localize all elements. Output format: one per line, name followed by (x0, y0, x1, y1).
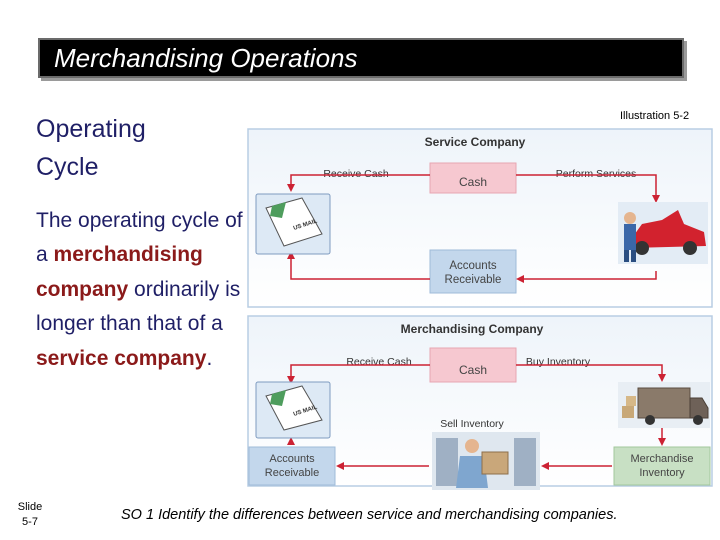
merchandise-inventory-box (613, 446, 711, 486)
merch-accounts-receivable-box (248, 446, 336, 486)
service-ar-line-2: Receivable (445, 274, 502, 286)
merch-sell-inventory-label: Sell Inventory (440, 418, 504, 430)
merch-inv-line-2: Inventory (639, 467, 685, 479)
service-perform-services-label: Perform Services (556, 168, 637, 180)
car-service-icon (618, 202, 708, 264)
service-arrow-cash-to-mail (287, 174, 430, 192)
merch-inv-line-1: Merchandise (631, 453, 694, 465)
slide-number-line-1: Slide (17, 501, 43, 513)
body-part-2: ordinarily is longer than that of a (36, 277, 241, 336)
merch-buy-inventory-label: Buy Inventory (526, 356, 591, 368)
body-part-3: . (206, 346, 213, 370)
mail-envelope-icon: US MAIL (255, 193, 331, 255)
merch-cash-label: Cash (459, 363, 487, 377)
heading-line-1: Operating (36, 115, 146, 143)
delivery-truck-icon (618, 382, 710, 428)
highlight-merchandising-company: merchandising company (36, 243, 203, 301)
service-arrow-to-services (516, 174, 660, 203)
title-bar: Merchandising Operations (38, 38, 684, 78)
merch-ar-line-2: Receivable (265, 467, 319, 479)
slide-number-line-2: 5-7 (22, 516, 38, 528)
slide-number: Slide 5-7 (14, 500, 46, 530)
service-company-title: Service Company (425, 135, 526, 149)
body-part-1: The operating cycle of a (36, 209, 243, 267)
highlight-service-company: service company (36, 346, 207, 370)
heading: Operating Cycle (36, 110, 226, 186)
merch-arrow-cash-to-mail (287, 364, 430, 384)
merchandising-company-panel: Merchandising Company Cash Accounts Rece… (247, 315, 713, 490)
service-company-panel: Service Company Cash Accounts Receivable… (247, 128, 713, 308)
service-cash-label: Cash (459, 175, 487, 189)
store-clerk-icon (432, 432, 540, 490)
body-text: The operating cycle of a merchandising c… (36, 204, 251, 376)
footer-objective: SO 1 Identify the differences between se… (121, 507, 618, 523)
mail-envelope-icon: US MAIL (255, 381, 331, 439)
merch-receive-cash-label: Receive Cash (346, 356, 412, 368)
service-arrow-receivable-to-mail (287, 251, 430, 280)
slide-title: Merchandising Operations (54, 43, 358, 73)
heading-line-2: Cycle (36, 153, 99, 181)
illustration-label: Illustration 5-2 (620, 110, 690, 122)
merch-arrow-to-buy (516, 364, 666, 382)
merch-ar-line-1: Accounts (269, 453, 315, 465)
merchandising-company-title: Merchandising Company (401, 322, 544, 336)
service-cash-box (429, 162, 517, 194)
operating-cycle-diagram: Service Company Cash Accounts Receivable… (247, 128, 713, 490)
service-accounts-receivable-box (429, 249, 517, 294)
service-receive-cash-label: Receive Cash (323, 168, 389, 180)
service-arrow-to-receivable (516, 271, 657, 283)
service-ar-line-1: Accounts (449, 260, 497, 272)
